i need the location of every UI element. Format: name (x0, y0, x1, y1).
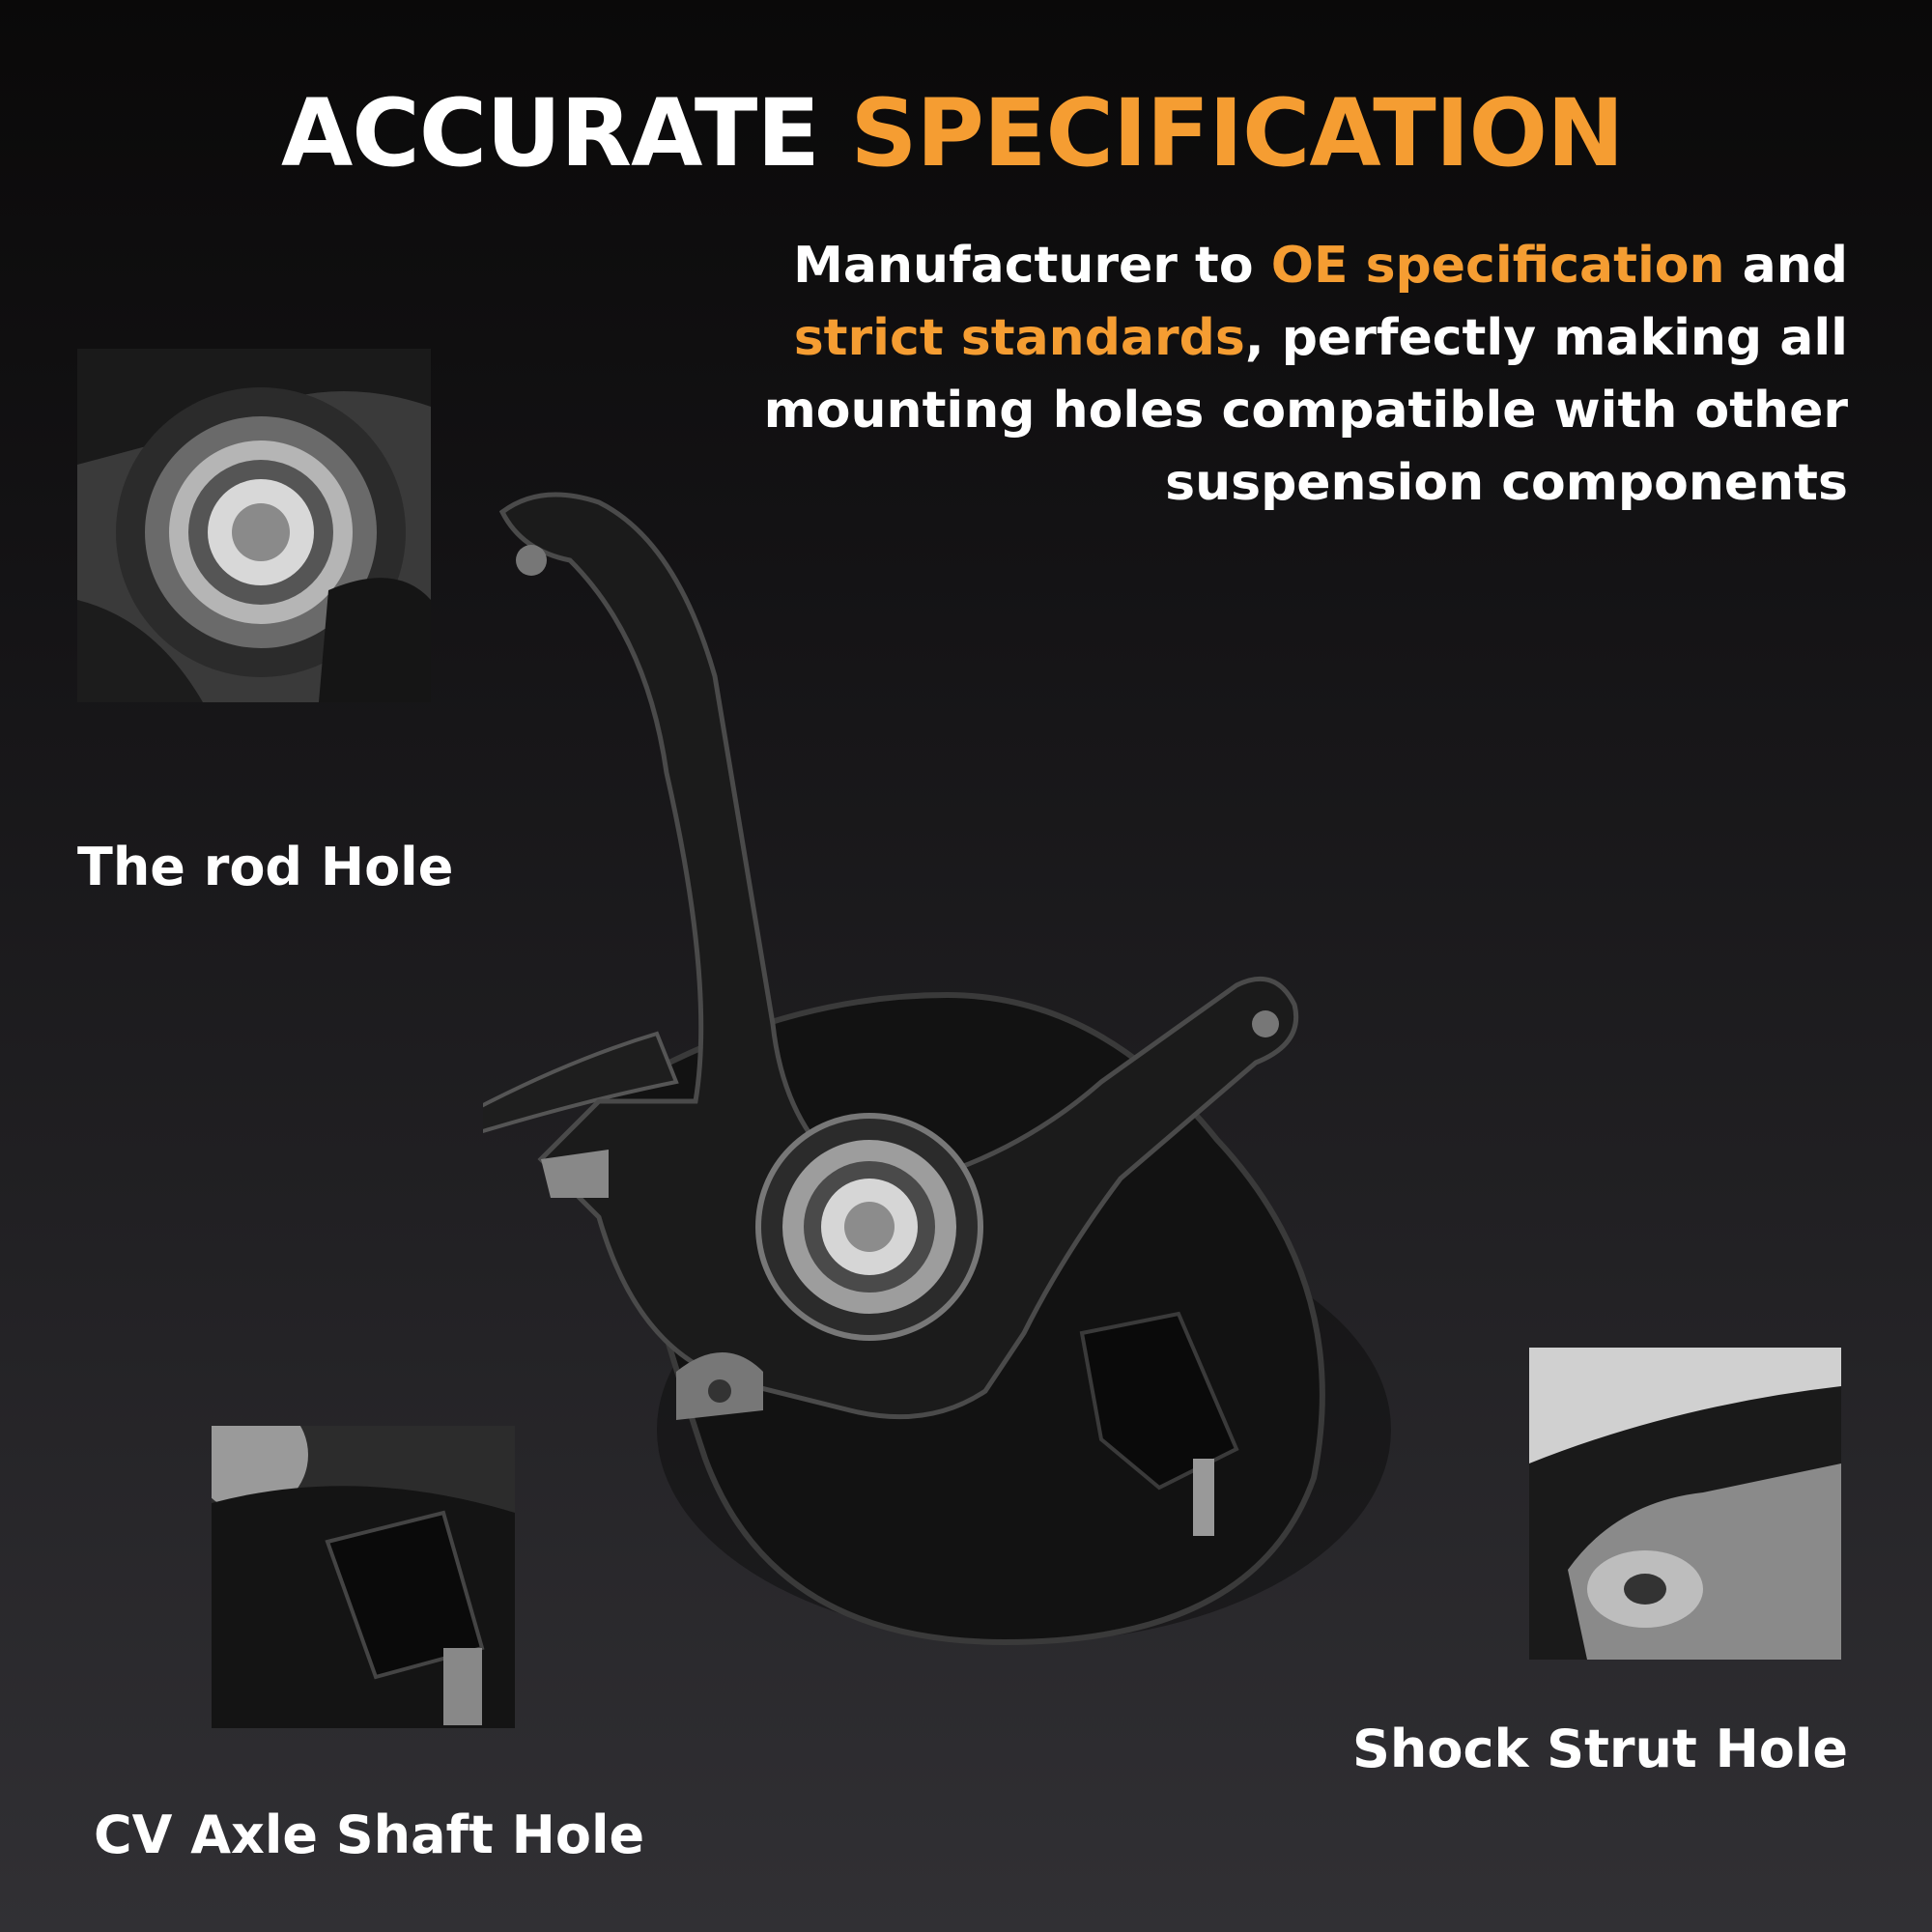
steering-knuckle-image (452, 483, 1410, 1671)
desc-accent: OE specification (1270, 237, 1725, 295)
rod-hole-label: The rod Hole (77, 837, 454, 897)
title-white: ACCURATE (281, 79, 820, 187)
desc-text: and (1724, 237, 1848, 295)
shock-strut-closeup-image (1529, 1348, 1841, 1660)
rod-hole-closeup-image (77, 349, 431, 702)
title-accent: SPECIFICATION (850, 79, 1624, 187)
cv-axle-closeup-image (212, 1426, 515, 1728)
page-title: ACCURATE SPECIFICATION (281, 79, 1624, 187)
desc-text: , perfectly making all mounting holes co… (763, 309, 1848, 512)
shock-strut-label: Shock Strut Hole (1352, 1719, 1848, 1779)
cv-axle-label: CV Axle Shaft Hole (94, 1804, 645, 1865)
desc-text: Manufacturer to (793, 237, 1271, 295)
description: Manufacturer to OE specification and str… (737, 230, 1848, 520)
desc-accent: strict standards (793, 309, 1245, 367)
